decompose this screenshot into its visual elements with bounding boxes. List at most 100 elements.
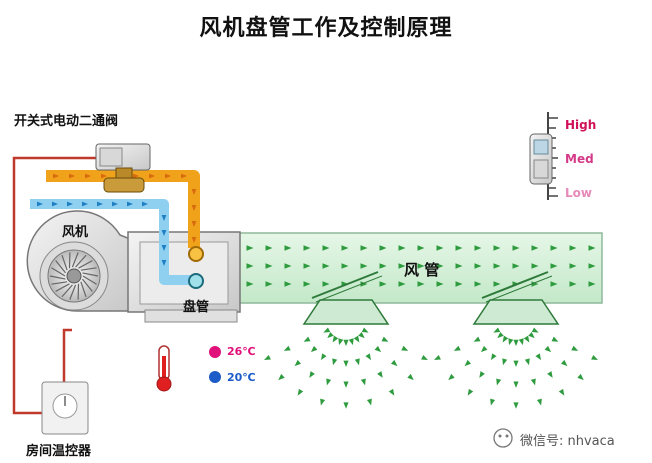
room-air-arrow <box>421 354 428 361</box>
supply-arrow <box>133 173 139 179</box>
return-arrow <box>142 201 148 207</box>
room-air-arrow <box>377 371 383 378</box>
return-arrow <box>52 201 58 207</box>
room-air-arrow <box>513 339 519 347</box>
room-air-arrow <box>434 354 441 361</box>
room-air-arrow <box>513 381 519 388</box>
speed-switch <box>529 112 558 200</box>
wechat-icon <box>493 428 513 448</box>
speed-low-label: Low <box>565 186 592 200</box>
room-air-arrow <box>332 335 339 343</box>
room-air-arrow <box>326 378 332 386</box>
room-air-arrow <box>407 373 414 381</box>
room-air-arrow <box>361 327 369 333</box>
room-air-arrow <box>558 388 565 396</box>
duct-arrow <box>474 245 482 251</box>
room-air-arrow <box>294 359 302 367</box>
duct-arrow <box>455 281 463 287</box>
room-airflow-arrows <box>264 327 598 409</box>
room-air-arrow <box>320 353 327 361</box>
room-air-arrow <box>551 336 559 342</box>
room-air-arrow <box>360 378 366 386</box>
room-air-arrow <box>309 371 315 378</box>
room-air-arrow <box>381 336 389 342</box>
hot-dot <box>209 346 221 358</box>
duct-arrow <box>246 263 254 269</box>
room-thermostat <box>41 381 89 435</box>
valve-label: 开关式电动二通阀 <box>14 114 119 129</box>
fan-blades <box>49 252 99 300</box>
supply-arrow <box>191 237 197 243</box>
duct-arrow <box>265 245 273 251</box>
duct-arrow <box>455 245 463 251</box>
fan-blade <box>61 255 68 271</box>
thermometer-icon <box>156 345 172 392</box>
speed-med-label: Med <box>565 152 594 166</box>
duct-arrow <box>436 263 444 269</box>
room-air-arrow <box>453 345 461 351</box>
duct-arrow <box>341 263 349 269</box>
duct-arrow <box>398 281 406 287</box>
control-wire <box>12 156 100 415</box>
duct-arrow <box>246 245 254 251</box>
diffuser-left <box>302 271 390 325</box>
two-way-valve <box>95 143 151 193</box>
supply-arrow <box>149 173 155 179</box>
supply-arrow <box>85 173 91 179</box>
room-air-arrow <box>448 373 455 381</box>
duct-label: 风 管 <box>404 261 440 279</box>
fan-blade <box>71 252 79 268</box>
supply-arrow <box>69 173 75 179</box>
room-air-arrow <box>524 358 530 366</box>
return-arrow <box>37 201 43 207</box>
cold-dot <box>209 371 221 383</box>
return-arrow <box>161 215 167 221</box>
duct-arrow <box>398 263 406 269</box>
thermostat-label: 房间温控器 <box>26 444 92 459</box>
room-air-arrow <box>464 359 472 367</box>
fan-label: 风机 <box>62 225 89 240</box>
cold-temperature: 20℃ <box>227 371 256 384</box>
room-air-arrow <box>338 338 344 346</box>
room-air-arrow <box>310 345 318 353</box>
supply-arrow <box>191 221 197 227</box>
room-air-arrow <box>264 354 271 361</box>
room-air-arrow <box>560 359 568 367</box>
fan-blade <box>82 275 97 285</box>
duct-arrow <box>436 245 444 251</box>
return-arrow <box>161 230 167 236</box>
room-air-arrow <box>490 353 497 361</box>
duct-arrow <box>322 263 330 269</box>
return-arrow <box>161 260 167 266</box>
coil-label: 盘管 <box>183 300 210 315</box>
duct-arrow <box>550 263 558 269</box>
duct-arrow <box>550 281 558 287</box>
duct-arrow <box>265 281 273 287</box>
supply-arrow <box>191 189 197 195</box>
duct-arrow <box>398 245 406 251</box>
room-air-arrow <box>479 371 485 378</box>
room-air-arrow <box>502 335 509 343</box>
duct-arrow <box>588 245 596 251</box>
fan-blade <box>78 260 93 269</box>
duct-arrow <box>531 245 539 251</box>
duct-arrow <box>550 245 558 251</box>
return-arrow <box>112 201 118 207</box>
room-air-arrow <box>401 345 409 351</box>
room-air-arrow <box>493 327 501 333</box>
duct-arrow <box>417 263 425 269</box>
room-air-arrow <box>523 335 530 343</box>
room-air-arrow <box>513 360 519 367</box>
room-air-arrow <box>390 359 398 367</box>
fan-blade <box>55 283 70 292</box>
room-air-arrow <box>591 354 598 361</box>
fan-blade <box>55 260 67 274</box>
fan-blade <box>61 284 73 298</box>
room-air-arrow <box>358 331 365 339</box>
supply-arrow <box>101 173 107 179</box>
coil-inlet-port <box>188 246 204 262</box>
duct-arrow <box>531 263 539 269</box>
duct-arrow <box>569 281 577 287</box>
